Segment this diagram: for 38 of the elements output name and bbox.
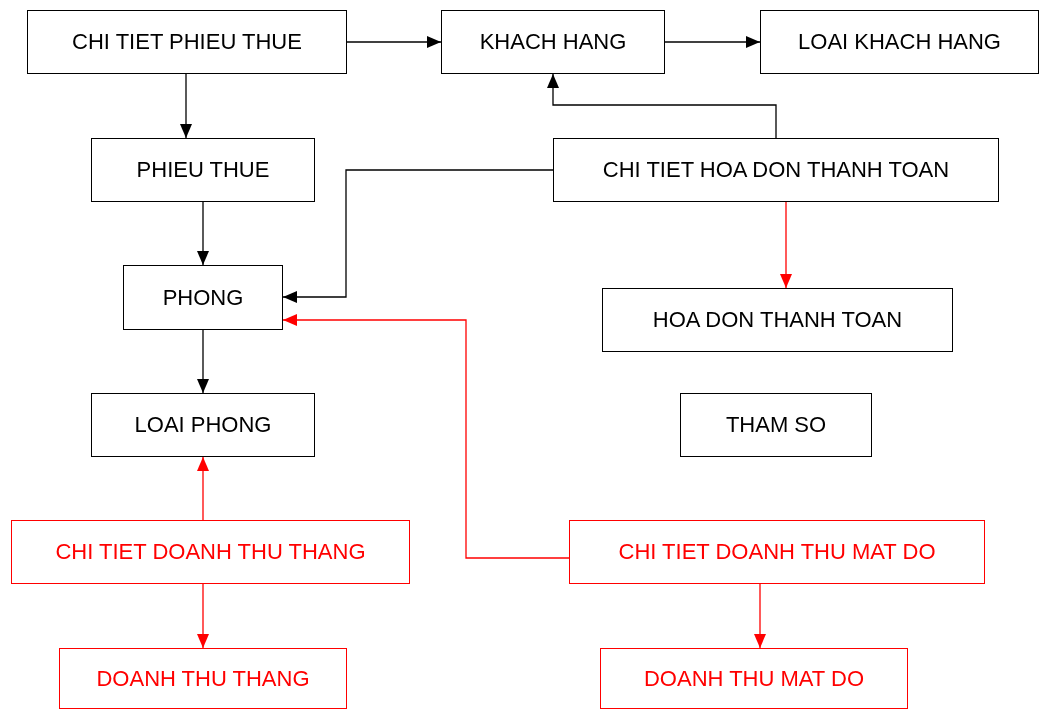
entity-name: PHONG xyxy=(162,284,244,311)
arrow xyxy=(780,201,792,289)
entity-box xyxy=(602,288,953,352)
entity-name: KHACH HANG xyxy=(479,29,627,55)
entity-box xyxy=(553,138,999,202)
entity-name: DOANH THU THANG xyxy=(96,665,310,692)
entity-name: CHI TIET DOANH THU THANG xyxy=(55,539,366,565)
entity-name: CHI TIET PHIEU THUE xyxy=(72,29,302,55)
entity-name: CHI TIET HOA DON THANH TOAN xyxy=(602,157,950,183)
entity-name: CHI TIET DOANH THU MAT DO xyxy=(618,539,936,565)
entity-box xyxy=(59,648,347,709)
entity-box xyxy=(600,648,908,709)
entity-name: DOANH THU MAT DO xyxy=(644,665,864,692)
entity-box xyxy=(91,393,315,457)
entity-box xyxy=(441,10,665,74)
arrow xyxy=(282,169,554,303)
entity-name: PHIEU THUE xyxy=(136,157,270,183)
arrow xyxy=(346,36,442,48)
arrow xyxy=(180,73,192,139)
entity-box xyxy=(760,10,1039,74)
arrow xyxy=(197,583,209,649)
arrow xyxy=(197,456,209,521)
arrow xyxy=(664,36,761,48)
entity-name: LOAI KHACH HANG xyxy=(798,29,1001,55)
entity-box xyxy=(569,520,985,584)
entity-box xyxy=(11,520,410,584)
arrow xyxy=(197,201,209,266)
arrow xyxy=(754,583,766,649)
arrow xyxy=(282,314,570,559)
entity-name: THAM SO xyxy=(725,412,827,438)
entity-box xyxy=(680,393,872,457)
entity-name: LOAI PHONG xyxy=(134,412,272,438)
arrow xyxy=(197,329,209,394)
entity-name: HOA DON THANH TOAN xyxy=(652,307,903,333)
entity-box xyxy=(91,138,315,202)
arrow xyxy=(547,73,777,139)
entity-box xyxy=(27,10,347,74)
entity-box xyxy=(123,265,283,330)
